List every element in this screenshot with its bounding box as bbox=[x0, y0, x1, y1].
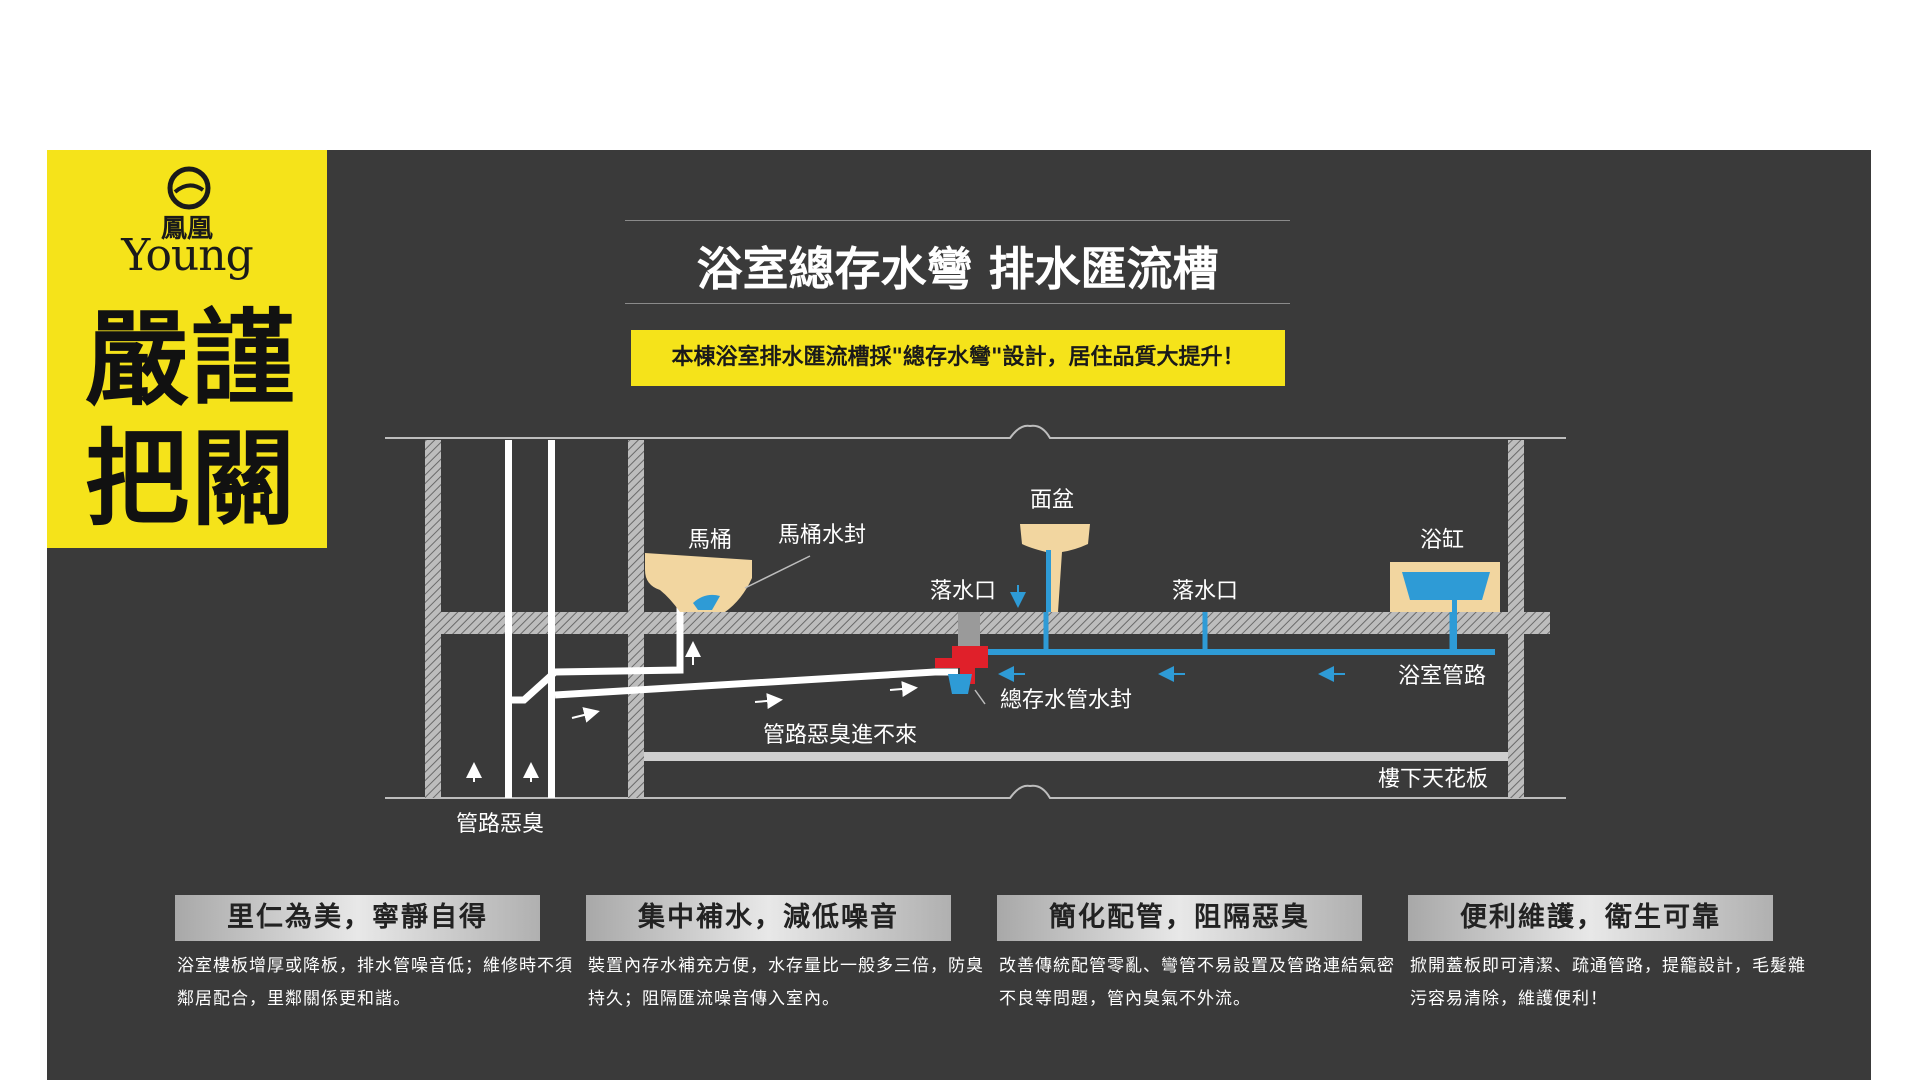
feature-title-1: 里仁為美，寧靜自得 bbox=[175, 895, 540, 941]
toilet-drain-pipe bbox=[512, 600, 684, 704]
stack-pipe-2 bbox=[548, 440, 555, 798]
label-toilet: 馬桶 bbox=[688, 528, 732, 553]
top-break-line bbox=[385, 424, 1566, 439]
feature-title-2: 集中補水，減低噪音 bbox=[586, 895, 951, 941]
label-pipe-odor: 管路惡臭 bbox=[456, 812, 544, 837]
label-trap-seal: 總存水管水封 bbox=[1000, 688, 1132, 713]
main-drain-pipe bbox=[554, 668, 958, 699]
arrow-flow-2 bbox=[754, 693, 783, 709]
label-toilet-seal: 馬桶水封 bbox=[778, 523, 866, 548]
label-odor-blocked: 管路惡臭進不來 bbox=[763, 723, 917, 748]
stack-pipe-1 bbox=[505, 440, 512, 798]
toilet-water-seal-icon bbox=[693, 594, 720, 610]
feature-title-3: 簡化配管，阻隔惡臭 bbox=[997, 895, 1362, 941]
title-frame: 浴室總存水彎 排水匯流槽 bbox=[625, 220, 1290, 304]
floor-drain-grate bbox=[958, 612, 980, 646]
feature-desc-3: 改善傳統配管零亂、彎管不易設置及管路連結氣密不良等問題，管內臭氣不外流。 bbox=[999, 956, 1395, 1009]
slogan-line-2: 把關 bbox=[84, 418, 297, 540]
bottom-break-line bbox=[385, 784, 1566, 799]
feature-title-4: 便利維護，衛生可靠 bbox=[1408, 895, 1773, 941]
feature-desc-4: 掀開蓋板即可清潔、疏通管路，提籠設計，毛髮雜污容易清除，維護便利！ bbox=[1410, 956, 1806, 1009]
brand-block: 鳳凰 Young 嚴謹 把關 bbox=[47, 150, 327, 548]
floor-slab bbox=[425, 612, 1550, 634]
slogan-line-1: 嚴謹 bbox=[84, 298, 297, 420]
label-floor-drain-1: 落水口 bbox=[930, 579, 996, 604]
toilet-fixture bbox=[645, 553, 752, 612]
label-floor-drain-2: 落水口 bbox=[1172, 579, 1238, 604]
basin-fixture bbox=[1020, 524, 1090, 612]
ceiling-below-board bbox=[644, 752, 1508, 761]
phoenix-logo-icon bbox=[167, 166, 211, 210]
label-ceiling-below: 樓下天花板 bbox=[1378, 767, 1488, 792]
feature-desc-2: 裝置內存水補充方便，水存量比一般多三倍，防臭持久；阻隔匯流噪音傳入室內。 bbox=[588, 956, 984, 1009]
highlight-banner: 本棟浴室排水匯流槽採"總存水彎"設計，居住品質大提升！ bbox=[631, 330, 1285, 386]
trap-water-seal-icon bbox=[948, 674, 972, 694]
arrow-flow-3 bbox=[889, 681, 918, 697]
logo-english: Young bbox=[121, 230, 254, 281]
label-bathroom-pipe: 浴室管路 bbox=[1398, 664, 1486, 689]
page-title: 浴室總存水彎 排水匯流槽 bbox=[696, 242, 1219, 296]
trap-valve bbox=[935, 646, 988, 684]
feature-desc-1: 浴室樓板增厚或降板，排水管噪音低；維修時不須鄰居配合，里鄰關係更和諧。 bbox=[177, 956, 573, 1009]
logo-chinese: 鳳凰 bbox=[160, 214, 213, 244]
arrow-flow-1 bbox=[571, 707, 600, 723]
label-basin: 面盆 bbox=[1030, 488, 1074, 513]
label-bathtub: 浴缸 bbox=[1420, 528, 1464, 553]
